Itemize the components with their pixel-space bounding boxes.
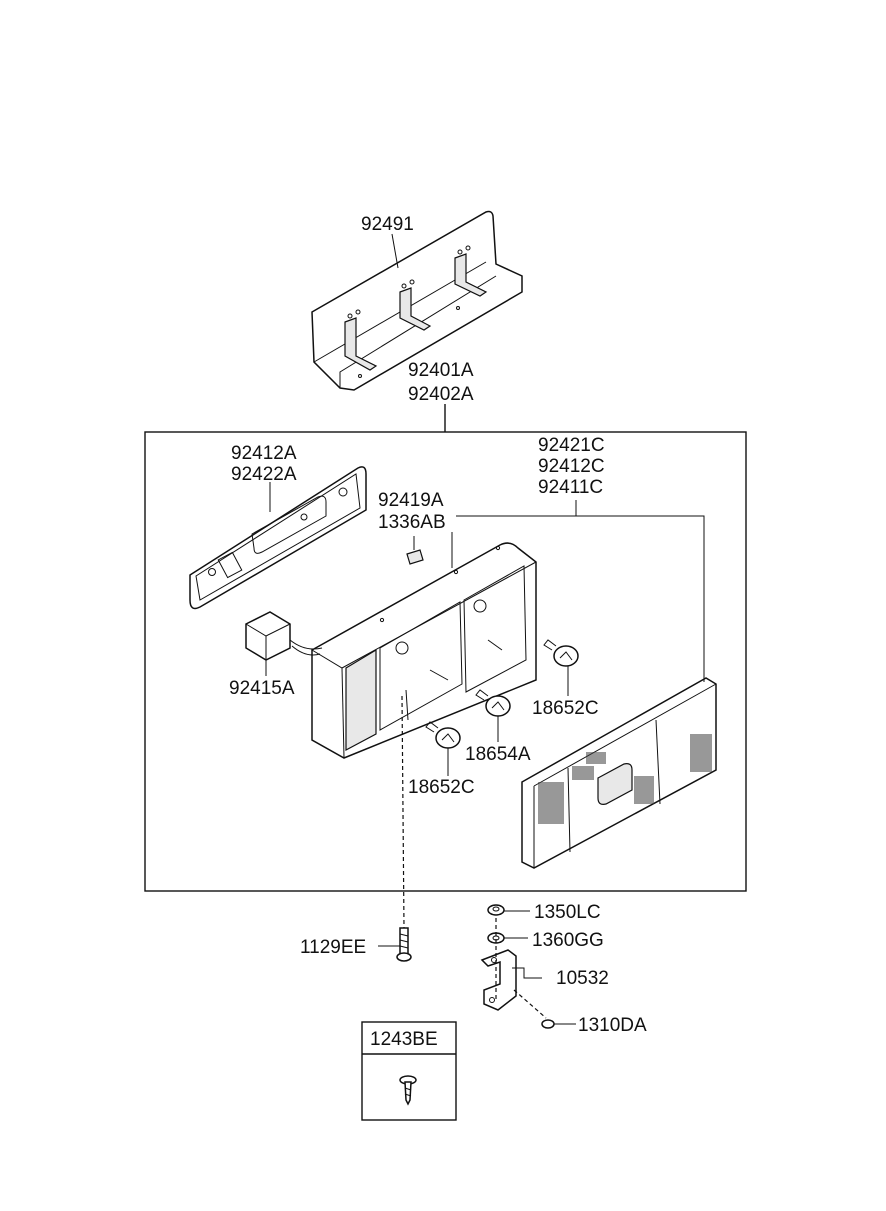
label-18652C-right: 18652C [532,698,599,719]
gasket-plate[interactable] [189,466,367,610]
nut-part[interactable] [487,904,505,916]
leader-10532 [512,967,542,979]
small-nut-part[interactable] [541,1019,555,1029]
lamp-housing[interactable] [311,542,537,759]
label-92415A: 92415A [229,678,295,699]
label-1336AB: 1336AB [378,512,446,533]
label-92419A: 92419A [378,490,444,511]
screw-icon [399,1075,417,1106]
label-92401A: 92401A [408,360,474,381]
bolt-part[interactable] [396,927,412,962]
lamp-lens[interactable] [521,677,717,869]
label-18654A: 18654A [465,744,531,765]
label-10532: 10532 [556,968,609,989]
bulb-left[interactable] [425,721,461,749]
label-1360GG: 1360GG [532,930,604,951]
label-92491: 92491 [361,214,414,235]
bulb-right[interactable] [543,639,579,667]
small-bracket[interactable] [480,918,547,1019]
mounting-bracket-top[interactable] [311,210,523,391]
label-1350LC: 1350LC [534,902,601,923]
label-1310DA: 1310DA [578,1015,647,1036]
label-1243BE: 1243BE [370,1029,438,1050]
label-92402A: 92402A [408,384,474,405]
label-92412A: 92412A [231,443,297,464]
label-18652C-left: 18652C [408,777,475,798]
label-92421C: 92421C [538,435,605,456]
leader-lens-bracket [456,515,705,682]
label-92411C: 92411C [538,477,603,498]
clip-part[interactable] [406,549,424,565]
bolt-axis [401,695,405,929]
inset-box [361,1021,457,1121]
label-92422A: 92422A [231,464,297,485]
leader-92491 [391,233,399,269]
label-92412C: 92412C [538,456,605,477]
label-1129EE: 1129EE [300,937,366,958]
socket-connector[interactable] [245,611,323,661]
